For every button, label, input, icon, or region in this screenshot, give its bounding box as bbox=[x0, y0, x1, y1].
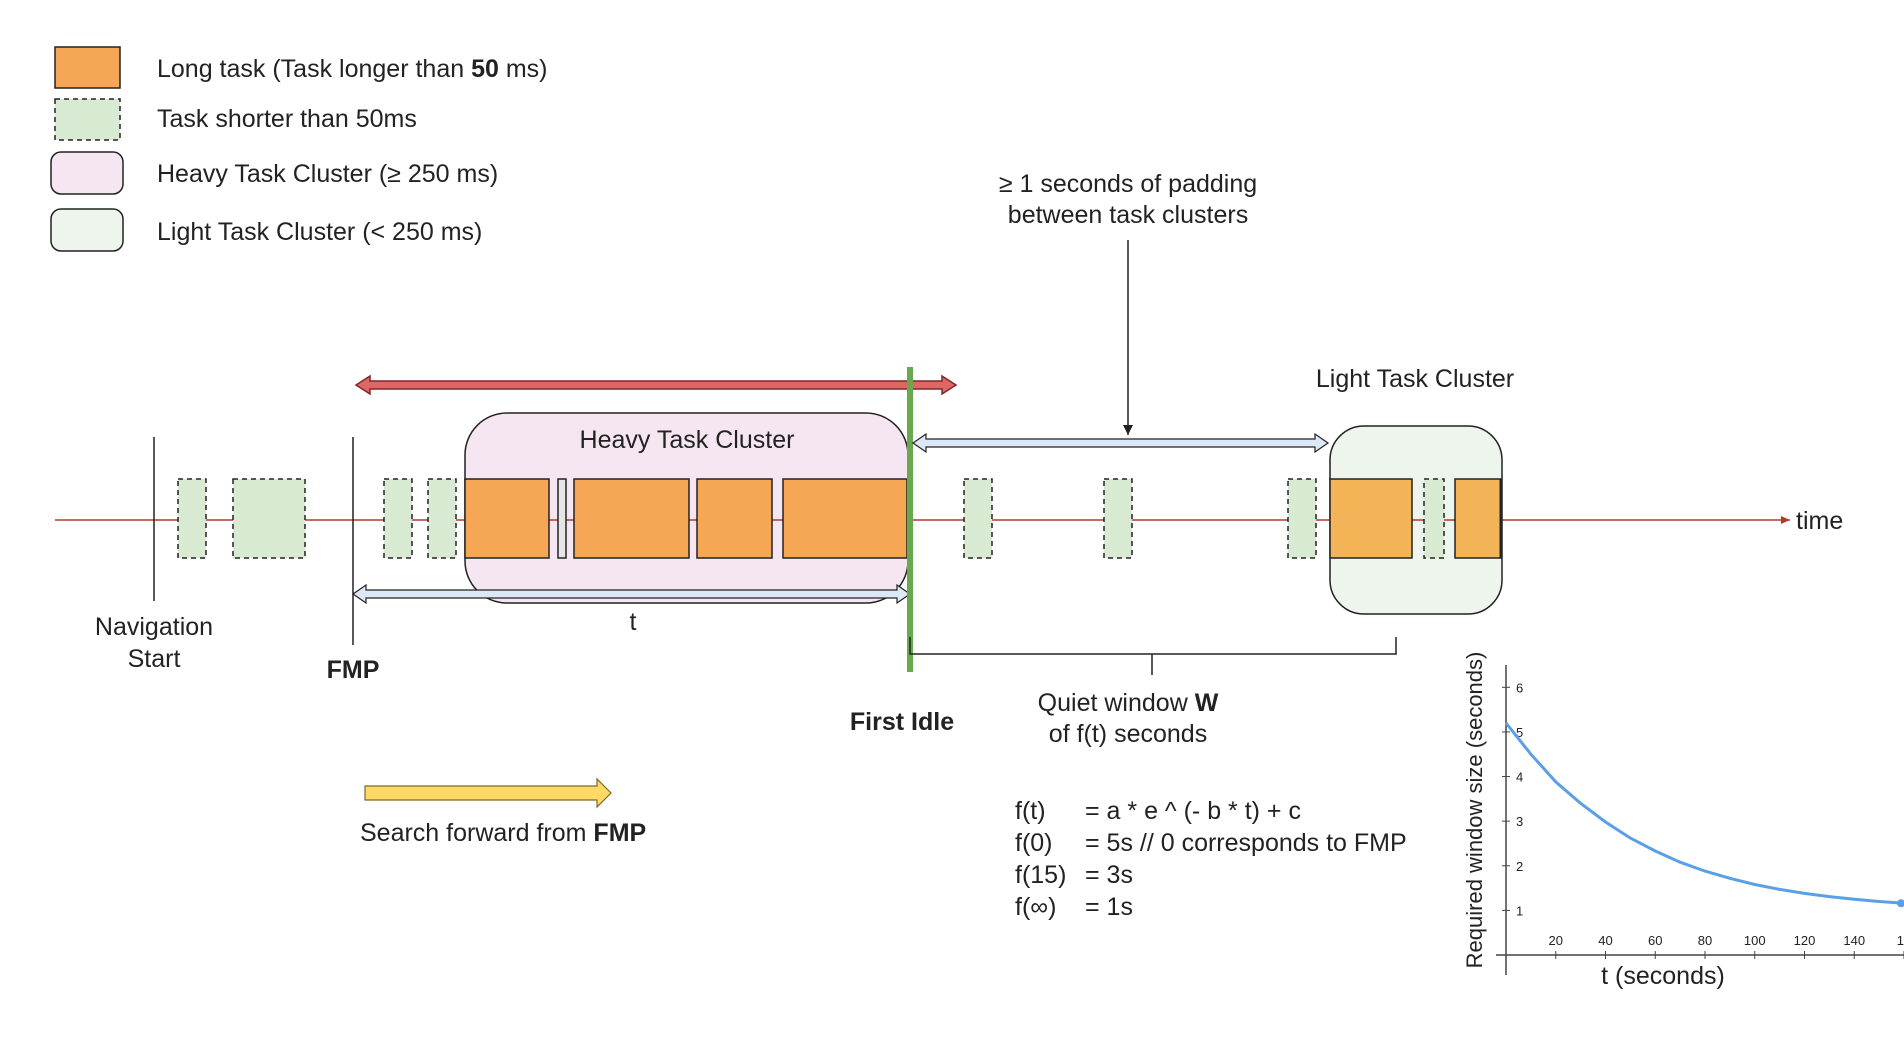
chart-x-tick-label: 120 bbox=[1794, 933, 1816, 948]
chart-x-tick-label: 40 bbox=[1598, 933, 1612, 948]
red-double-arrow bbox=[354, 374, 958, 396]
quiet-window-label-line1: Quiet window W bbox=[1038, 689, 1219, 717]
chart-x-label: t (seconds) bbox=[1601, 962, 1725, 990]
small-task bbox=[557, 478, 567, 559]
t-label: t bbox=[630, 608, 637, 636]
chart-series-point bbox=[1897, 899, 1904, 908]
padding-label-line2: between task clusters bbox=[1008, 201, 1248, 229]
legend-short-task-swatch bbox=[54, 98, 121, 141]
chart-series-line bbox=[1504, 722, 1904, 905]
heavy-cluster-tasks bbox=[464, 478, 908, 559]
light-cluster-title: Light Task Cluster bbox=[1316, 365, 1514, 393]
time-label: time bbox=[1796, 507, 1843, 535]
short-task bbox=[1103, 478, 1133, 559]
short-task bbox=[1423, 478, 1445, 559]
legend-heavy-cluster-label: Heavy Task Cluster (≥ 250 ms) bbox=[157, 160, 498, 188]
formula-lhs: f(∞) bbox=[1015, 893, 1056, 921]
chart-x-tick-label: 80 bbox=[1698, 933, 1712, 948]
search-forward-label: Search forward from FMP bbox=[360, 819, 646, 847]
chart-y-tick-label: 2 bbox=[1516, 859, 1523, 874]
short-task bbox=[177, 478, 207, 559]
navigation-start-label-line2: Start bbox=[128, 645, 181, 673]
search-forward-arrow bbox=[364, 777, 612, 809]
long-task bbox=[573, 478, 690, 559]
chart-y-tick-label: 6 bbox=[1516, 680, 1523, 695]
short-task bbox=[1287, 478, 1317, 559]
quiet-window-label-line2: of f(t) seconds bbox=[1049, 720, 1207, 748]
navigation-start-label: Navigation bbox=[95, 613, 213, 641]
heavy-cluster-title: Heavy Task Cluster bbox=[580, 426, 795, 454]
chart-x-tick-label: 100 bbox=[1744, 933, 1766, 948]
padding-double-arrow bbox=[911, 432, 1330, 454]
long-task bbox=[696, 478, 773, 559]
legend-light-cluster-label: Light Task Cluster (< 250 ms) bbox=[157, 218, 482, 246]
chart-y-tick-label: 4 bbox=[1516, 770, 1523, 785]
long-task bbox=[782, 478, 908, 559]
chart-y-tick-label: 1 bbox=[1516, 903, 1523, 918]
formula-lhs: f(15) bbox=[1015, 861, 1066, 889]
formula-lhs: f(0) bbox=[1015, 829, 1053, 857]
chart-y-tick-label: 5 bbox=[1516, 725, 1523, 740]
light-cluster-tasks bbox=[1329, 478, 1503, 559]
legend: Long task (Task longer than 50 ms) Task … bbox=[50, 46, 548, 252]
long-task bbox=[1454, 478, 1502, 559]
short-task bbox=[232, 478, 306, 559]
quiet-window-bracket bbox=[909, 637, 1397, 675]
chart-x-tick-label: 60 bbox=[1648, 933, 1662, 948]
chart-x-tick-label: 140 bbox=[1843, 933, 1865, 948]
long-task bbox=[464, 478, 550, 559]
padding-label-line1: ≥ 1 seconds of padding bbox=[999, 170, 1257, 198]
formula-lhs: f(t) bbox=[1015, 797, 1046, 825]
chart-x-tick-label: 20 bbox=[1549, 933, 1563, 948]
legend-long-task-swatch bbox=[54, 46, 121, 89]
legend-heavy-cluster-swatch bbox=[50, 151, 124, 195]
formulas: f(t) = a * e ^ (- b * t) + c f(0) = 5s // 0… bbox=[1015, 797, 1407, 921]
formula-rhs: = 3s bbox=[1085, 861, 1133, 889]
legend-long-task-label: Long task (Task longer than 50 ms) bbox=[157, 55, 548, 83]
long-task bbox=[1329, 478, 1413, 559]
chart-y-tick-label: 3 bbox=[1516, 814, 1523, 829]
short-task bbox=[427, 478, 457, 559]
chart-x-tick-label: 16 bbox=[1897, 933, 1904, 948]
window-size-chart: 1 2 3 4 5 6 20 40 60 80 100 120 140 16 t (seconds) Requ… bbox=[1462, 652, 1904, 990]
chart-y-label: Required window size (seconds) bbox=[1462, 652, 1487, 969]
first-idle-label: First Idle bbox=[850, 708, 954, 736]
short-task bbox=[383, 478, 413, 559]
short-tasks bbox=[177, 478, 1317, 559]
legend-short-task-label: Task shorter than 50ms bbox=[157, 105, 417, 133]
formula-rhs: = 5s // 0 corresponds to FMP bbox=[1085, 829, 1407, 857]
formula-rhs: = a * e ^ (- b * t) + c bbox=[1085, 797, 1301, 825]
fmp-label: FMP bbox=[327, 656, 380, 684]
formula-rhs: = 1s bbox=[1085, 893, 1133, 921]
short-task bbox=[963, 478, 993, 559]
legend-light-cluster-swatch bbox=[50, 208, 124, 252]
